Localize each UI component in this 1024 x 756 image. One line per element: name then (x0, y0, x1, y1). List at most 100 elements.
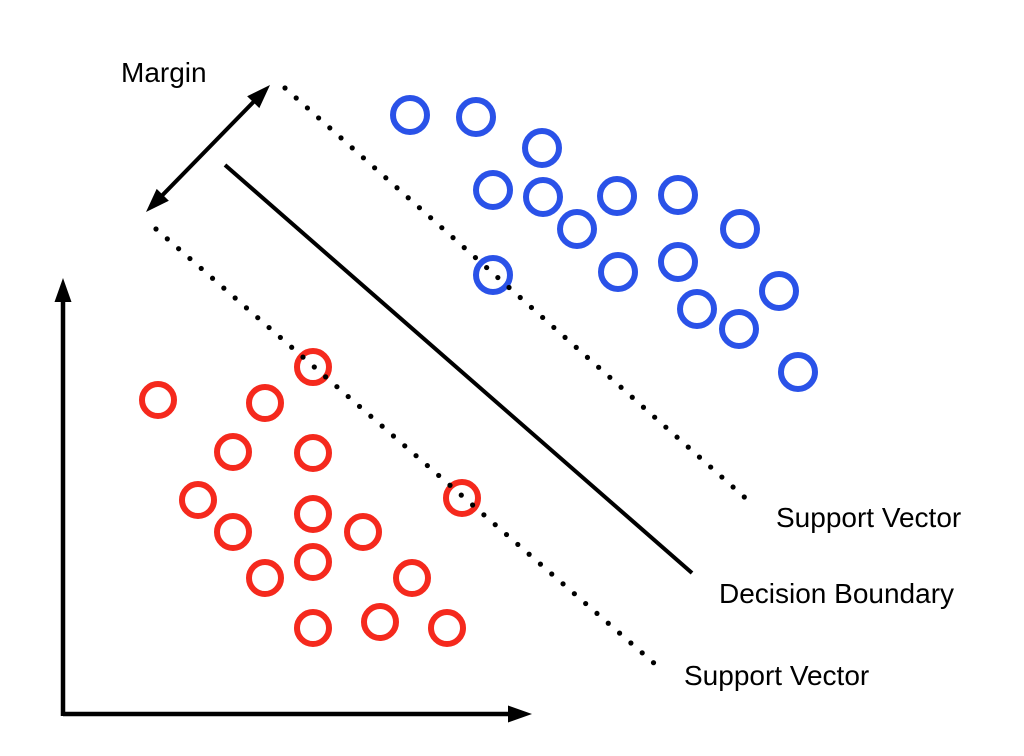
dotted-line-dot (187, 255, 193, 262)
dotted-line-dot (650, 660, 657, 666)
dotted-line-dot (461, 245, 467, 251)
red-class-point (246, 384, 284, 422)
dotted-line-dot (300, 354, 306, 360)
dotted-line-dot (607, 374, 613, 380)
dotted-line-dot (360, 155, 367, 161)
margin-label: Margin (121, 57, 207, 88)
support-vector-top-label: Support Vector (776, 502, 962, 533)
dotted-line-dot (345, 393, 351, 400)
dotted-line-dot (549, 571, 555, 577)
dotted-line-dot (571, 591, 577, 597)
dotted-line-dot (719, 474, 725, 480)
red-class-point (294, 495, 332, 533)
blue-class-point (557, 209, 597, 249)
dotted-line-dot (198, 265, 204, 272)
support-vector-line-bottom (153, 226, 657, 666)
dotted-line-dot (383, 175, 389, 181)
dotted-line-dot (540, 314, 546, 321)
dotted-line-dot (495, 274, 501, 281)
dotted-line-dot (255, 315, 261, 321)
red-class-point (214, 433, 252, 471)
red-class-point (294, 609, 332, 647)
red-class-point (294, 434, 332, 472)
dotted-line-dot (372, 165, 378, 171)
dotted-line-dot (663, 424, 669, 430)
red-class-point (344, 513, 382, 551)
blue-class-point (473, 255, 513, 295)
dotted-line-dot (685, 444, 691, 450)
dotted-line-dot (616, 630, 623, 636)
blue-class-points (390, 95, 818, 392)
dotted-line-dot (405, 195, 411, 201)
dotted-line-dot (517, 294, 523, 301)
dotted-line-dot (640, 404, 647, 410)
red-class-point (294, 543, 332, 581)
dotted-line-dot (282, 85, 288, 91)
blue-class-point (522, 128, 562, 168)
dotted-line-dot (379, 423, 385, 429)
red-class-point (214, 513, 252, 551)
dotted-line-dot (696, 454, 703, 460)
dotted-line-dot (573, 344, 579, 350)
y-axis (54, 278, 72, 716)
dotted-line-dot (368, 413, 374, 419)
support-vector-bottom-label: Support Vector (684, 660, 870, 691)
dotted-line-dot (560, 581, 566, 587)
decision-boundary (223, 163, 694, 575)
dotted-line-dot (596, 364, 602, 370)
dotted-line-dot (492, 522, 498, 528)
dotted-line-dot (628, 640, 634, 646)
dotted-line-dot (515, 541, 521, 548)
dotted-line-dot (526, 551, 532, 557)
dotted-line-dot (323, 374, 329, 380)
support-vector-line-top (282, 85, 747, 500)
dotted-line-dot (618, 384, 624, 390)
dotted-line-dot (551, 324, 557, 331)
blue-class-point (390, 95, 430, 135)
dotted-line-dot (458, 492, 464, 498)
dotted-line-dot (639, 650, 645, 656)
dotted-line-dot (243, 305, 250, 311)
blue-class-point (456, 97, 496, 137)
dotted-line-dot (481, 512, 487, 518)
dotted-line-dot (311, 364, 317, 370)
blue-class-point (778, 352, 818, 392)
dotted-line-dot (402, 443, 408, 449)
dotted-line-dot (708, 464, 714, 470)
blue-class-point (720, 209, 760, 249)
dotted-line-dot (293, 95, 299, 101)
dotted-line-dot (349, 145, 355, 151)
dotted-line-dot (594, 610, 600, 617)
x-axis (63, 705, 532, 723)
dotted-line-dot (730, 484, 736, 490)
blue-class-point (597, 176, 637, 216)
decision-boundary-line (223, 163, 694, 575)
dotted-line-dot (605, 620, 611, 626)
blue-class-point (658, 242, 698, 282)
margin-arrow (146, 85, 270, 212)
blue-class-point (759, 271, 799, 311)
red-class-point (361, 603, 399, 641)
dotted-line-dot (562, 334, 568, 340)
dotted-line-dot (428, 215, 434, 221)
dotted-line-dot (176, 246, 182, 252)
blue-class-point (523, 177, 563, 217)
dotted-line-dot (741, 494, 747, 500)
dotted-line-dot (209, 275, 216, 281)
dotted-line-dot (584, 354, 591, 360)
red-class-point (393, 559, 431, 597)
dotted-line-dot (153, 226, 159, 232)
dotted-line-dot (447, 482, 453, 488)
dotted-line-dot (232, 295, 238, 301)
dotted-line-dot (390, 433, 397, 439)
dotted-line-dot (436, 472, 442, 479)
dotted-line-dot (439, 225, 445, 231)
red-class-point (428, 609, 466, 647)
blue-class-point (658, 175, 698, 215)
dotted-line-dot (416, 205, 423, 211)
dotted-line-dot (537, 561, 544, 567)
red-class-point (294, 348, 332, 386)
dotted-line-dot (629, 394, 635, 400)
